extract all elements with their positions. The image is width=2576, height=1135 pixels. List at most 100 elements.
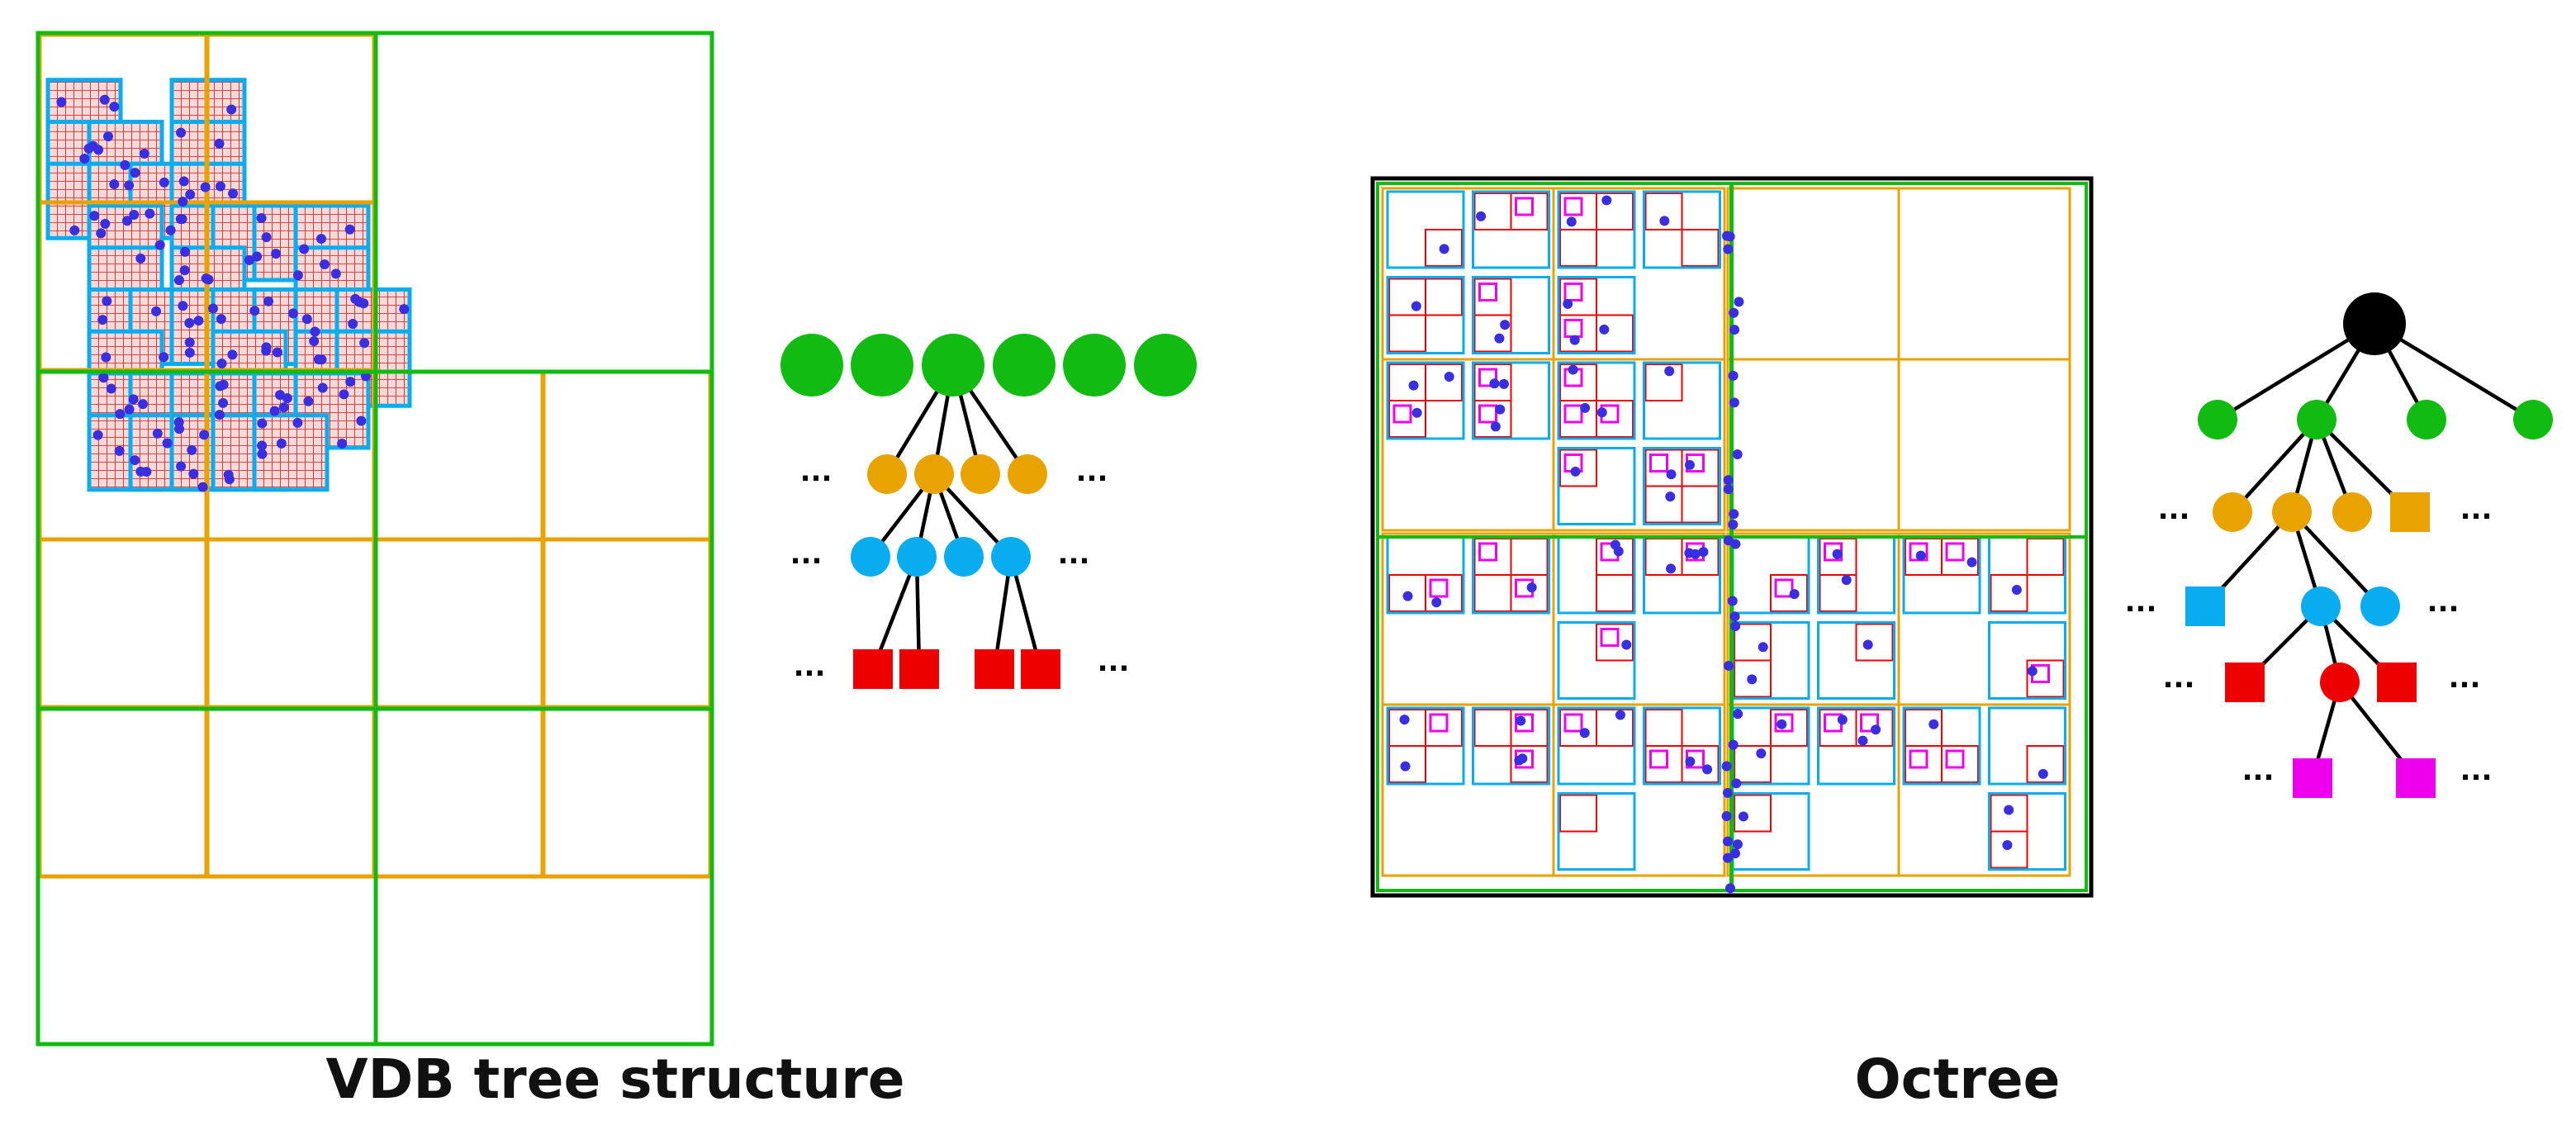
octree-point [1666, 563, 1677, 574]
octree-point [1666, 469, 1677, 480]
vdb-point [330, 268, 341, 279]
octree-leaf-cell [1770, 709, 1808, 747]
octree-leaf-node [2225, 662, 2265, 702]
vdb-point [272, 347, 282, 358]
octree-point [1516, 715, 1526, 726]
vdb-point [216, 314, 226, 325]
octree-level3-cell [1472, 276, 1550, 354]
vdb-leaf-blocks [45, 78, 412, 492]
octree-point [1599, 324, 1610, 335]
octree-point [1729, 848, 1740, 859]
octree-level1-cells [1376, 182, 2088, 892]
octree-point [1498, 378, 1509, 389]
octree-point [1732, 449, 1743, 460]
vdb-point [106, 383, 116, 394]
octree-point [1610, 539, 1620, 550]
vdb-point [299, 244, 310, 254]
vdb-point [145, 208, 155, 219]
vdb-point [252, 251, 263, 262]
vdb-level1-node [1063, 334, 1126, 397]
octree-leaf-cell [1644, 709, 1683, 747]
octree-level1-node [2198, 400, 2237, 439]
octree-leaf-cell [1388, 314, 1426, 353]
vdb-point [223, 469, 234, 480]
vdb-point [124, 180, 135, 191]
octree-point [1596, 407, 1607, 418]
octree-leaf-cell [1644, 192, 1683, 230]
octree-point [1871, 724, 1881, 735]
ellipsis-level2-left: ... [800, 455, 833, 488]
octree-subleaf-cell [1478, 404, 1497, 424]
vdb-point [99, 94, 110, 105]
vdb-point [184, 317, 195, 328]
octree-subleaf-cell [1478, 368, 1497, 387]
octree-level2-cell [1897, 358, 2071, 532]
vdb-point [257, 418, 268, 429]
vdb-point [137, 399, 148, 410]
octree-point [1601, 195, 1612, 206]
vdb-point [215, 181, 225, 192]
octree-subleaf-cell [1945, 542, 1965, 562]
vdb-point [173, 275, 184, 286]
octree-leaf-cell [1596, 574, 1634, 612]
octree-leaf-cell [1559, 363, 1597, 401]
vdb-point [345, 377, 356, 387]
octree-point [1400, 761, 1411, 772]
octree-level3-leaf [2185, 586, 2225, 626]
octree-level3-cell [1386, 190, 1465, 269]
octree-point [1727, 596, 1738, 606]
ellipsis-leaf-left: ... [794, 650, 826, 683]
vdb-point [201, 273, 211, 284]
octree-level3-cell [1902, 706, 1981, 786]
octree-point [1723, 484, 1734, 495]
octree-subleaf-cell [1600, 628, 1620, 647]
vdb-point [176, 461, 187, 472]
vdb-ellipses: ... ... ... ... ... ... [790, 455, 1130, 683]
vdb-point [176, 127, 187, 138]
octree-leaf-cell [1681, 485, 1720, 524]
octree-level3-cell [1988, 792, 2066, 871]
octree-level3-cell [1472, 190, 1550, 269]
octree-point [1431, 597, 1442, 608]
vdb-point [271, 249, 282, 259]
octree-level3-cell [1557, 792, 1636, 871]
octree-leaf-cell [1819, 709, 1857, 747]
vdb-point [215, 381, 225, 392]
octree-subleaf-cell [1478, 283, 1497, 302]
octree-leaf-cell [1734, 623, 1772, 662]
octree-point [1408, 380, 1419, 391]
octree-leaf-cells [1388, 192, 2065, 869]
vdb-point [93, 430, 103, 440]
octree-point [1690, 549, 1701, 559]
octree-leaf-cell [1644, 363, 1683, 401]
vdb-point [348, 318, 358, 329]
ellipsis-oct-l3-left: ... [2125, 586, 2157, 619]
octree-level2-cells [1381, 187, 2071, 877]
vdb-root-nodes [36, 31, 714, 1047]
octree-leaf-cell [1905, 709, 1943, 747]
octree-root-node [2343, 292, 2406, 355]
octree-level3-cell [1557, 276, 1636, 354]
octree-leaf-cell [1559, 278, 1597, 316]
octree-point [1490, 421, 1501, 432]
octree-point [1566, 216, 1577, 227]
octree-point [1702, 764, 1713, 775]
octree-level3-cell [1643, 447, 1721, 525]
vdb-point [96, 228, 107, 239]
octree-point [1665, 492, 1676, 502]
octree-point [2011, 584, 2022, 595]
octree-leaf-cell [1473, 400, 1512, 438]
vdb-point [292, 417, 303, 428]
vdb-point [115, 409, 126, 420]
octree-point [1495, 404, 1506, 415]
vdb-point [301, 314, 312, 325]
vdb-point [200, 182, 211, 192]
octree-point [2004, 805, 2014, 815]
vdb-tree-diagram: ... ... ... ... ... ... [780, 334, 1197, 689]
vdb-point [178, 301, 188, 311]
octree-point [1580, 402, 1591, 413]
octree-point [2002, 839, 2013, 850]
vdb-internal-node [540, 537, 713, 710]
octree-leaf-cell [1425, 574, 1463, 612]
octree-level3-cell [1643, 361, 1721, 440]
